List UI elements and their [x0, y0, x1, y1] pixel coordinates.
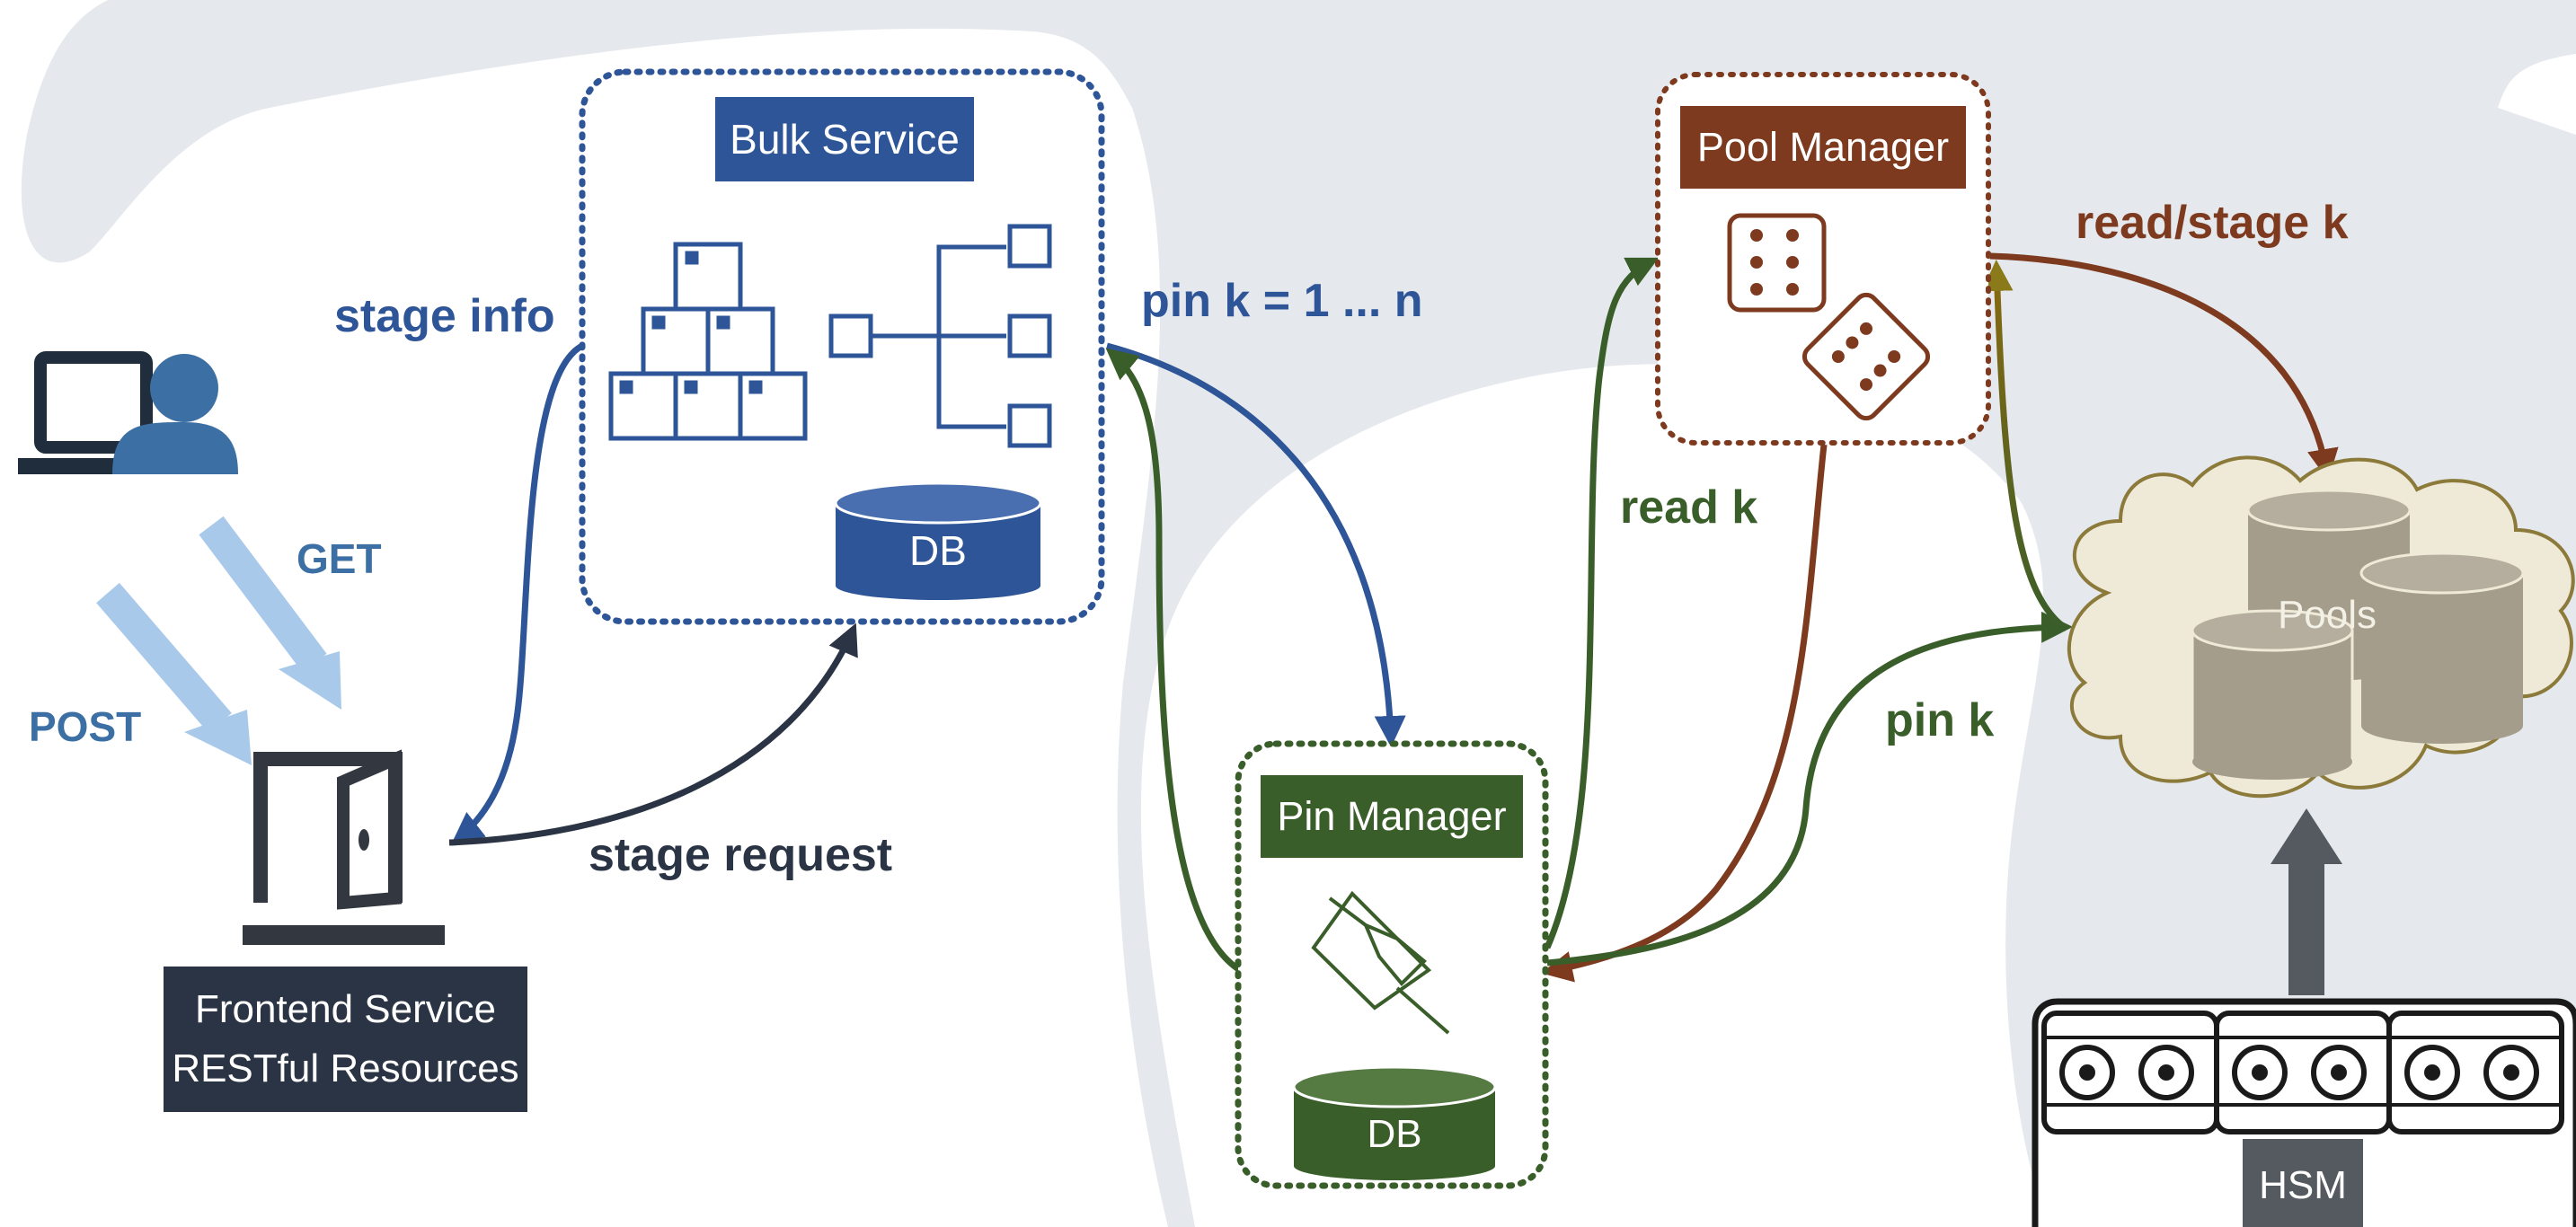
hsm-label-box [2243, 1139, 2363, 1227]
label-stage-info: stage info [334, 290, 555, 342]
boxes-icon [608, 242, 808, 441]
bulk-service-title-box [715, 97, 974, 181]
tape-library-icon [2032, 998, 2576, 1227]
read-k-arrow [1544, 257, 1660, 949]
label-read-k: read k [1620, 481, 1758, 534]
frontend-line1: Frontend Service [194, 987, 497, 1031]
pools-label: Pools [2277, 593, 2377, 637]
pin-db-label: DB [1367, 1111, 1422, 1156]
pools-reply-arrow [1981, 260, 2068, 631]
pin-manager-title: Pin Manager [1277, 793, 1507, 839]
pool-manager-title: Pool Manager [1696, 124, 1950, 170]
arrows [96, 252, 2339, 983]
pin-kn-arrow [1106, 342, 1406, 747]
label-post: POST [29, 703, 142, 750]
label-pin-k: pin k [1885, 694, 1995, 746]
get-arrowhead [279, 651, 341, 710]
post-arrowhead [184, 710, 252, 765]
post-arrow [96, 582, 232, 734]
user-laptop-icon [18, 351, 238, 474]
label-stage-request: stage request [589, 829, 893, 881]
pushpin-icon [1311, 890, 1450, 1035]
frontend-line2: RESTful Resources [172, 1046, 519, 1090]
pin-reply-arrow [1105, 348, 1242, 973]
dice-icon [1727, 213, 1931, 421]
get-arrow [199, 516, 327, 673]
bulk-db-icon [834, 481, 1042, 600]
stage-info-arrow [451, 342, 584, 844]
hsm-label: HSM [2259, 1163, 2347, 1207]
hsm-arrow [2271, 808, 2342, 995]
tree-icon [828, 224, 1052, 448]
pin-manager-title-box [1261, 775, 1523, 858]
frontend-box [164, 967, 527, 1112]
door-icon [243, 749, 445, 945]
stage-request-arrow [448, 622, 858, 846]
pin-k-arrow [1546, 611, 2073, 967]
label-get: GET [297, 535, 382, 582]
frontend-label: Frontend Service RESTful Resources [164, 967, 527, 1112]
label-read-stage-k: read/stage k [2076, 197, 2349, 249]
pools-cylinders [2191, 489, 2525, 780]
label-pin-k-n: pin k = 1 ... n [1141, 275, 1423, 327]
bulk-db-label: DB [909, 526, 967, 574]
bulk-service-title: Bulk Service [730, 116, 960, 163]
read-stage-k-arrow [1989, 252, 2339, 481]
pin-db-icon [1292, 1065, 1497, 1180]
pool-manager-title-box [1680, 106, 1966, 189]
